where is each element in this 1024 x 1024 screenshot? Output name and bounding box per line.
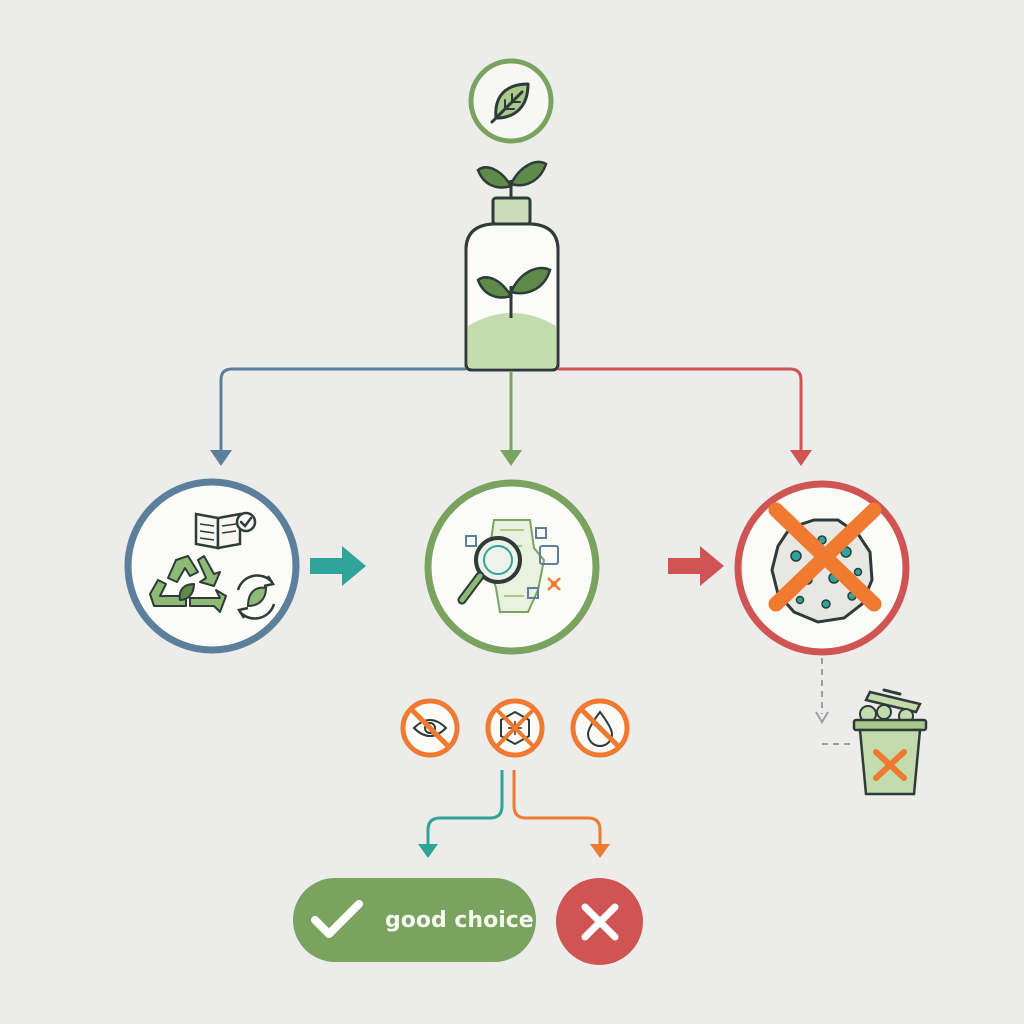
inspection-step bbox=[424, 479, 600, 655]
check-icon bbox=[311, 900, 363, 938]
choice-connectors bbox=[418, 770, 610, 858]
bad-choice-button[interactable] bbox=[556, 878, 643, 965]
good-choice-button[interactable]: good choice bbox=[293, 878, 536, 962]
close-icon bbox=[581, 903, 618, 940]
branch-connectors bbox=[210, 367, 812, 466]
prohibited-drop-icon bbox=[570, 698, 630, 758]
rejected-step bbox=[734, 480, 910, 656]
good-choice-label: good choice bbox=[385, 907, 534, 933]
prohibited-eye-icon bbox=[400, 698, 460, 758]
book-check-icon bbox=[194, 511, 257, 550]
recycle-step bbox=[124, 478, 300, 654]
teal-arrow bbox=[310, 546, 366, 586]
leaf-badge bbox=[468, 58, 554, 144]
leaf-cycle-icon bbox=[236, 574, 276, 620]
close-icon bbox=[768, 502, 882, 612]
dashed-connector bbox=[815, 658, 852, 745]
magnifier-icon bbox=[457, 536, 522, 605]
leaf-icon bbox=[490, 82, 530, 124]
bottle-sprout-icon bbox=[464, 196, 560, 372]
red-arrow bbox=[668, 546, 724, 586]
sprout-icon bbox=[476, 160, 548, 200]
recycle-icon bbox=[149, 555, 227, 613]
trash-bin-icon bbox=[852, 688, 928, 796]
prohibited-hexagon-icon bbox=[485, 698, 545, 758]
